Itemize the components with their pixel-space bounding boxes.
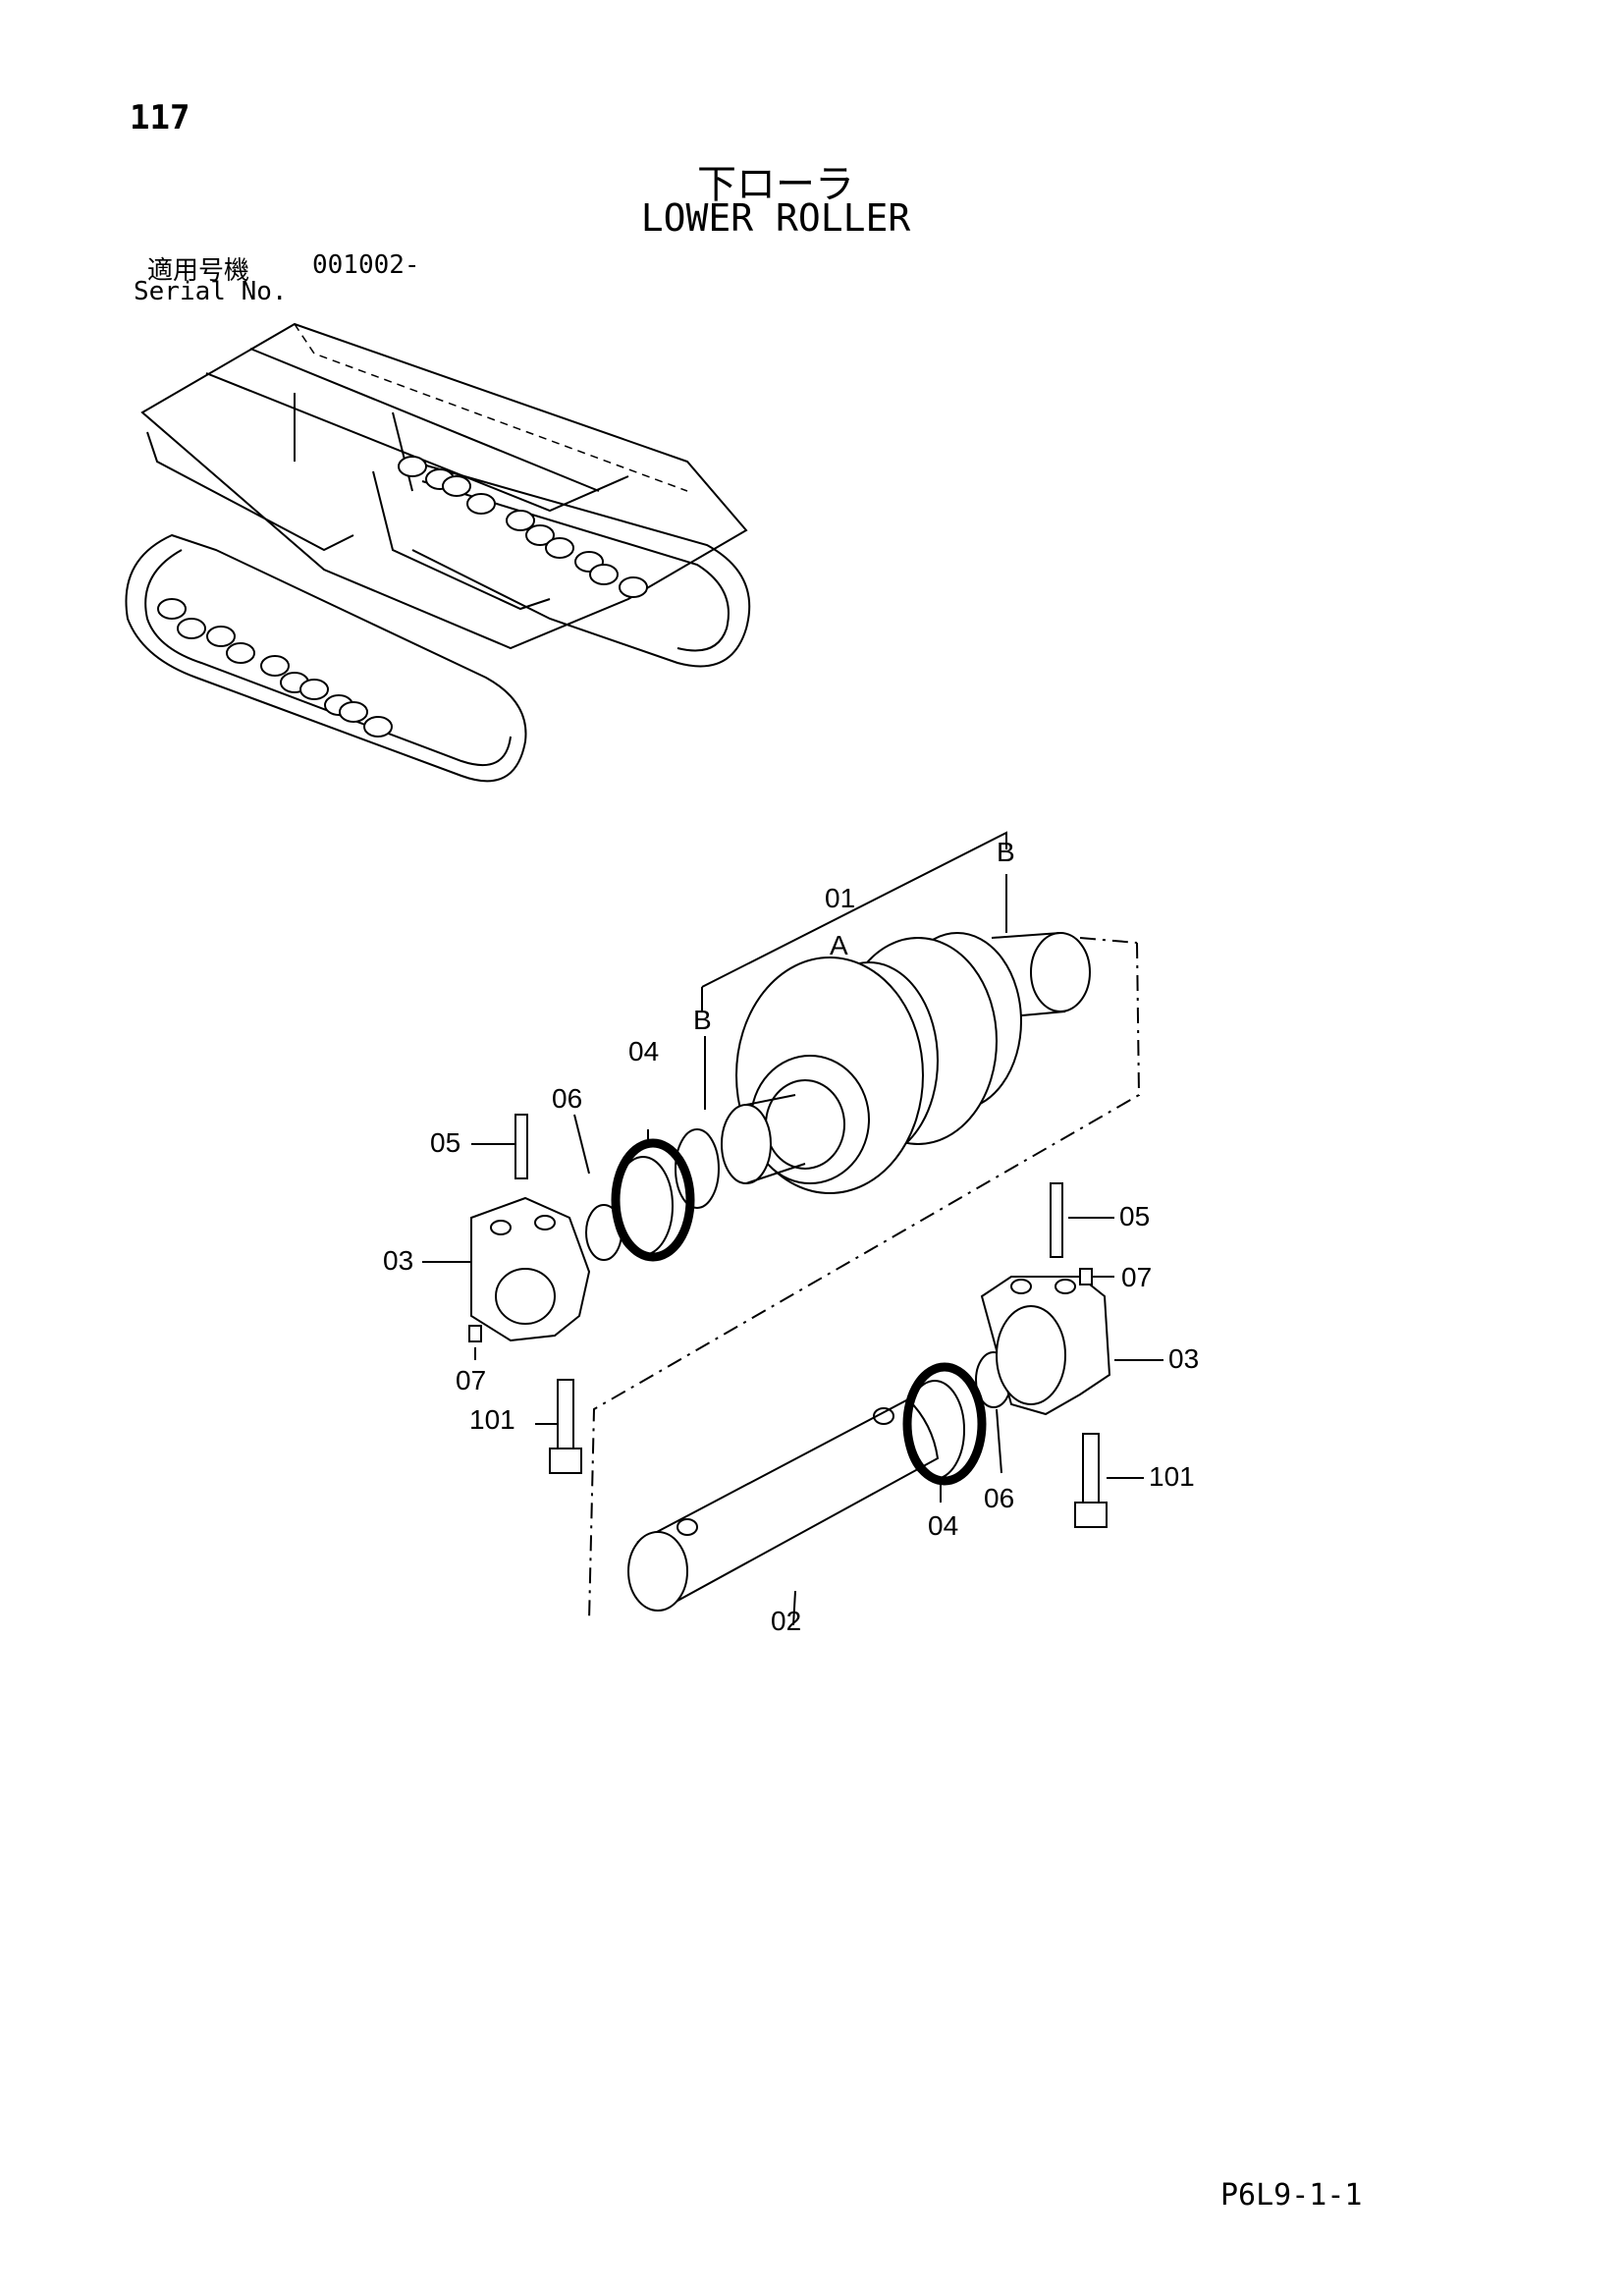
callout-05-right: 05	[1119, 1201, 1150, 1231]
callout-07-right: 07	[1121, 1262, 1152, 1292]
callout-03-right: 03	[1168, 1343, 1199, 1374]
roller-body-part-01	[721, 932, 1091, 1194]
serial-number-value: 001002-	[312, 250, 420, 280]
callout-b-right: B	[997, 837, 1015, 867]
callout-a: A	[830, 930, 848, 960]
serial-label-japanese: 適用号機	[147, 256, 250, 286]
callout-05-left: 05	[430, 1127, 460, 1158]
callout-03-left: 03	[383, 1245, 413, 1276]
callout-01: 01	[825, 883, 855, 913]
callout-04-left: 04	[628, 1036, 659, 1066]
collar-part-03-left	[470, 1196, 591, 1342]
shaft-part-02	[627, 1397, 940, 1612]
callout-101-left: 101	[469, 1404, 515, 1435]
bolt-part-101-right	[1074, 1433, 1108, 1528]
drawing-reference-code: P6L9-1-1	[1220, 2178, 1363, 2213]
callout-06-left: 06	[552, 1083, 582, 1114]
callout-101-right: 101	[1149, 1461, 1195, 1492]
serial-label-english: Serial No.	[134, 277, 288, 306]
callout-02: 02	[771, 1606, 801, 1636]
callout-06-right: 06	[984, 1483, 1014, 1513]
title-english: LOWER ROLLER	[640, 196, 911, 240]
callout-07-left: 07	[456, 1365, 486, 1395]
title-japanese: 下ローラ	[697, 162, 854, 207]
collar-part-03-right	[980, 1276, 1111, 1416]
callout-b-left: B	[693, 1005, 712, 1035]
callout-04-right: 04	[928, 1510, 958, 1541]
bolt-part-101-left	[549, 1379, 582, 1474]
lower-roller-assembly	[422, 831, 1163, 1626]
undercarriage-overview	[125, 322, 751, 783]
page-number: 117	[130, 98, 190, 137]
